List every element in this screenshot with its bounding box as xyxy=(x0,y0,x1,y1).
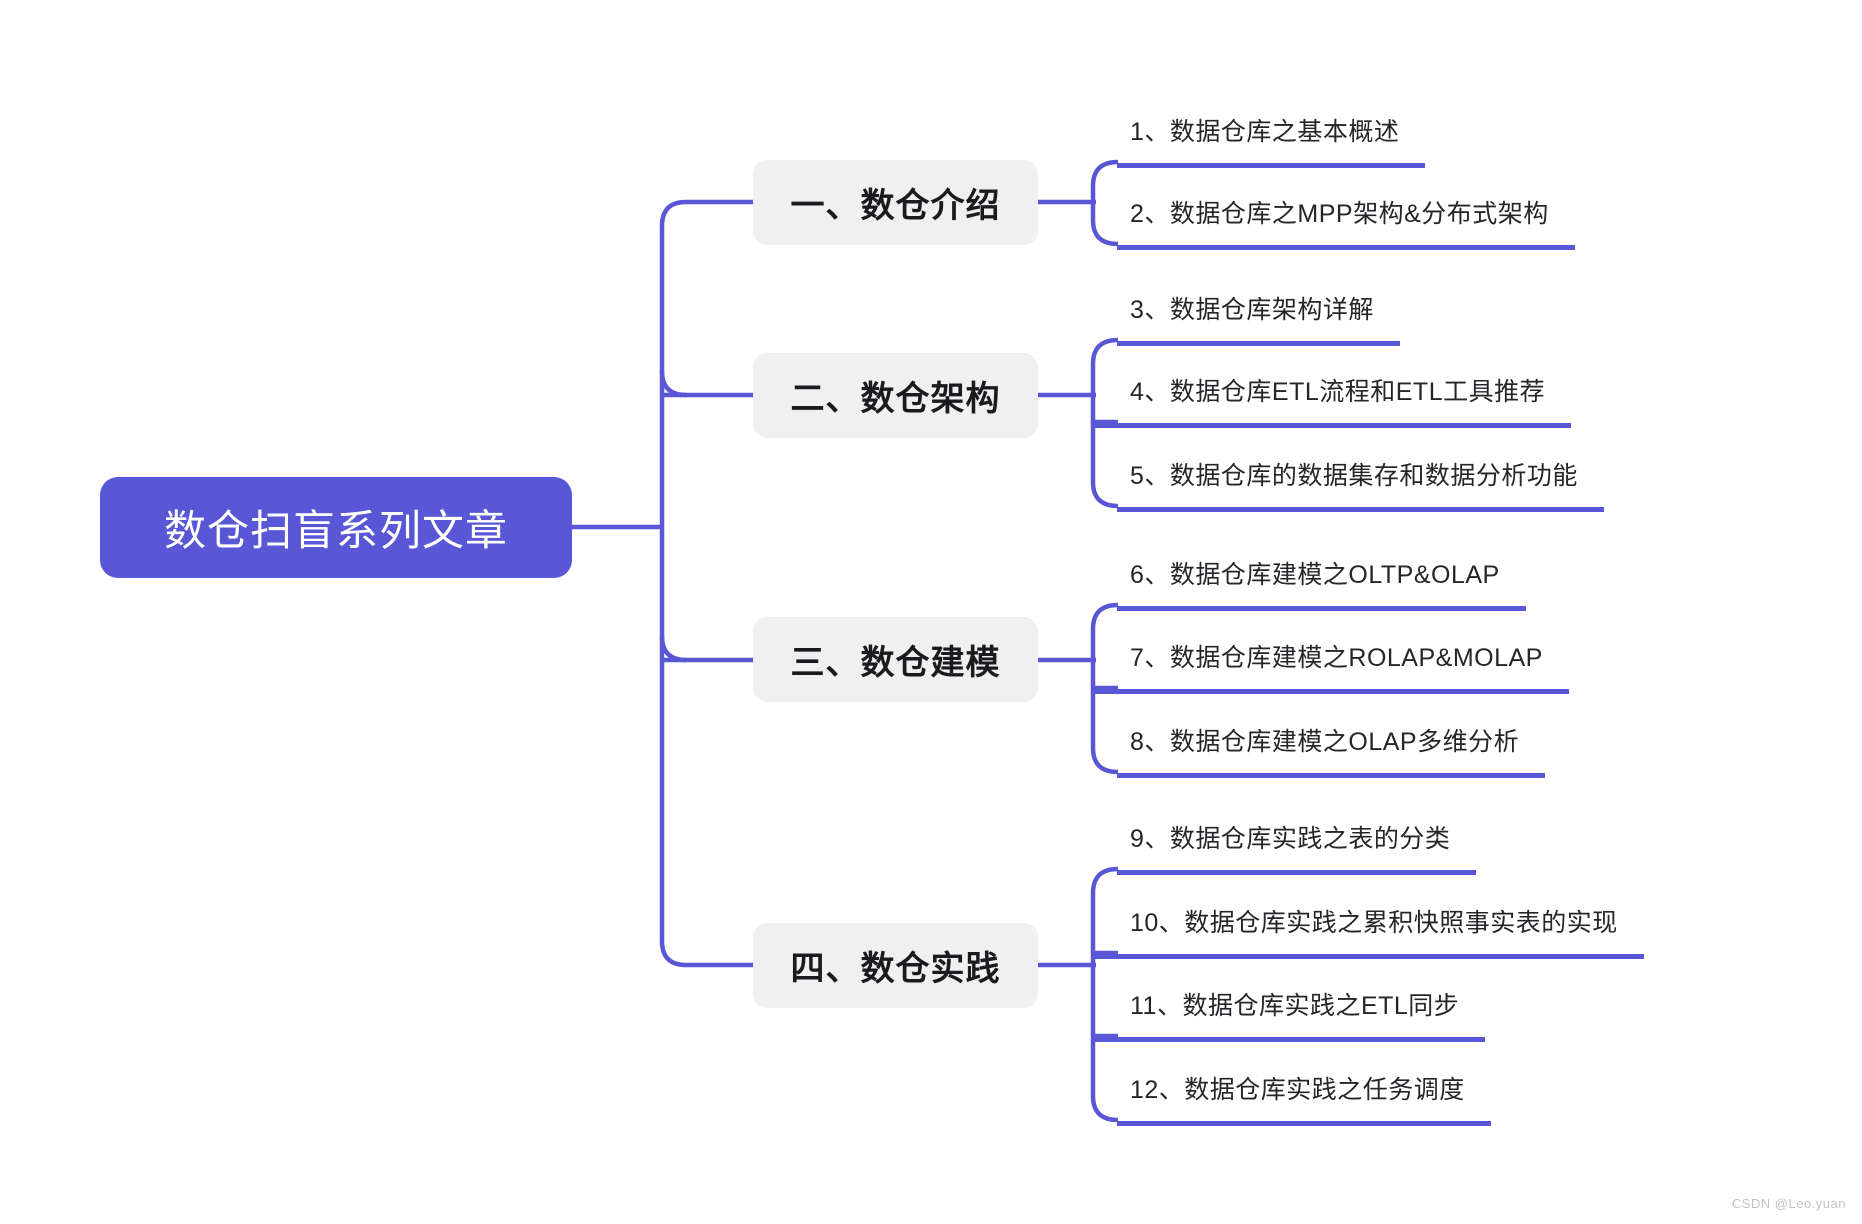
leaf-node-11-label: 11、数据仓库实践之ETL同步 xyxy=(1130,992,1460,1020)
branch-node-4-label: 四、数仓实践 xyxy=(790,950,1001,988)
branch-node-3[interactable]: 三、数仓建模 xyxy=(753,617,1038,702)
branch-node-3-label: 三、数仓建模 xyxy=(790,644,1001,682)
leaf-node-10-label: 10、数据仓库实践之累积快照事实表的实现 xyxy=(1130,909,1618,937)
leaf-node-4[interactable]: 4、数据仓库ETL流程和ETL工具推荐 xyxy=(1093,374,1572,428)
leaf-node-2-label: 2、数据仓库之MPP架构&分布式架构 xyxy=(1130,200,1549,228)
leaf-node-2[interactable]: 2、数据仓库之MPP架构&分布式架构 xyxy=(1117,196,1575,250)
root-node-label: 数仓扫盲系列文章 xyxy=(163,507,508,554)
leaf-node-1-label: 1、数据仓库之基本概述 xyxy=(1130,118,1400,146)
leaf-node-7-label: 7、数据仓库建模之ROLAP&MOLAP xyxy=(1130,644,1543,672)
trunk-connector xyxy=(659,199,755,968)
branch-2-fillet xyxy=(659,370,687,398)
leaf-node-3-label: 3、数据仓库架构详解 xyxy=(1130,296,1374,324)
leaf-node-5-label: 5、数据仓库的数据集存和数据分析功能 xyxy=(1130,462,1578,490)
branch-3-fillet xyxy=(659,635,687,663)
branch-node-4[interactable]: 四、数仓实践 xyxy=(753,923,1038,1008)
root-node[interactable]: 数仓扫盲系列文章 xyxy=(100,477,572,578)
leaf-node-7[interactable]: 7、数据仓库建模之ROLAP&MOLAP xyxy=(1093,640,1569,694)
branch-node-1[interactable]: 一、数仓介绍 xyxy=(753,160,1038,245)
leaf-node-9-label: 9、数据仓库实践之表的分类 xyxy=(1130,825,1451,853)
branch-node-2-label: 二、数仓架构 xyxy=(790,380,1001,418)
leaf-node-3[interactable]: 3、数据仓库架构详解 xyxy=(1117,292,1400,346)
leaf-node-12[interactable]: 12、数据仓库实践之任务调度 xyxy=(1117,1072,1491,1126)
leaf-node-12-label: 12、数据仓库实践之任务调度 xyxy=(1130,1076,1465,1104)
branch-node-1-label: 一、数仓介绍 xyxy=(790,187,1001,225)
watermark: CSDN @Leo.yuan xyxy=(1731,1196,1846,1211)
leaf-node-8-label: 8、数据仓库建模之OLAP多维分析 xyxy=(1130,728,1520,756)
leaf-node-11[interactable]: 11、数据仓库实践之ETL同步 xyxy=(1093,988,1486,1042)
leaf-node-4-label: 4、数据仓库ETL流程和ETL工具推荐 xyxy=(1130,378,1546,406)
leaf-node-10[interactable]: 10、数据仓库实践之累积快照事实表的实现 xyxy=(1093,905,1644,959)
leaf-node-6-label: 6、数据仓库建模之OLTP&OLAP xyxy=(1130,561,1500,589)
leaf-node-5[interactable]: 5、数据仓库的数据集存和数据分析功能 xyxy=(1117,458,1604,512)
leaf-node-6[interactable]: 6、数据仓库建模之OLTP&OLAP xyxy=(1117,557,1526,611)
bus-1 xyxy=(1090,159,1119,247)
branch-node-2[interactable]: 二、数仓架构 xyxy=(753,353,1038,438)
bus-4 xyxy=(1090,866,1119,1123)
leaf-node-9[interactable]: 9、数据仓库实践之表的分类 xyxy=(1117,821,1477,875)
leaf-node-8[interactable]: 8、数据仓库建模之OLAP多维分析 xyxy=(1117,724,1546,778)
leaf-node-1[interactable]: 1、数据仓库之基本概述 xyxy=(1117,114,1426,168)
